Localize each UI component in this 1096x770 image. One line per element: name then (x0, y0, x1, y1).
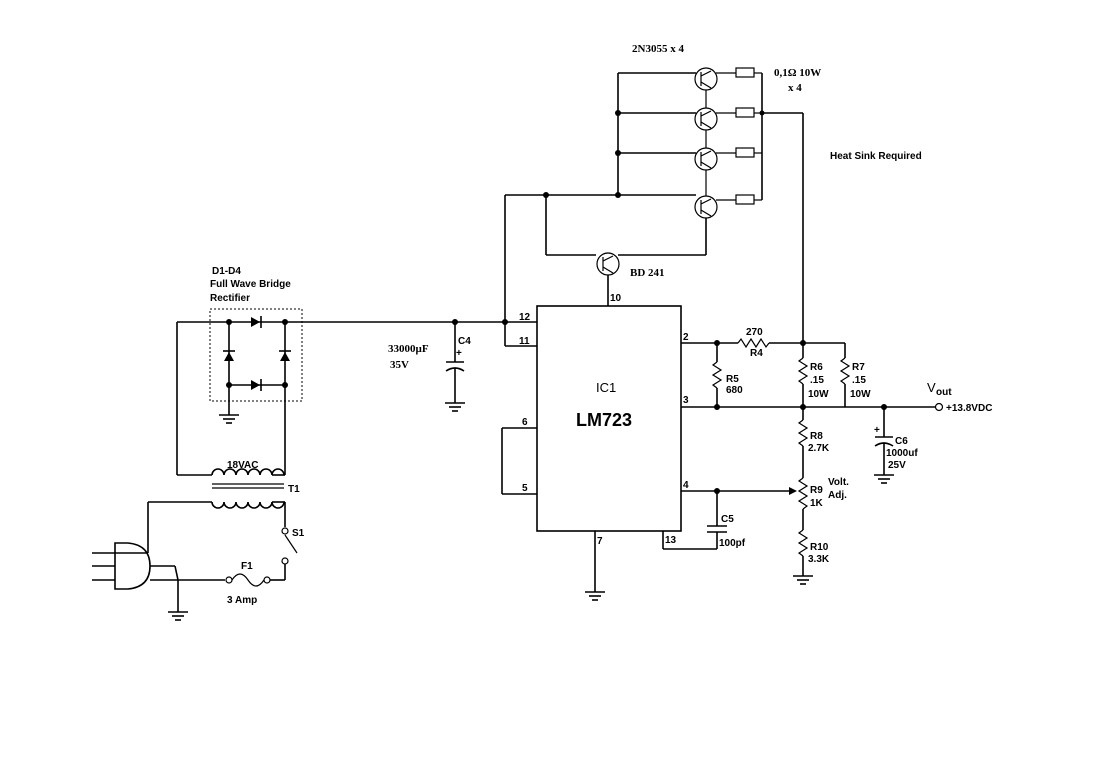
emitter-resistor-label: 0,1Ω 10W (774, 67, 821, 79)
r9-function-1: Volt. (828, 477, 849, 488)
pin-3: 3 (683, 395, 689, 406)
vout-sub: out (936, 387, 952, 398)
r7-value: .15 (852, 375, 866, 386)
bridge-name-2: Rectifier (210, 293, 250, 304)
transistor-q1 (694, 67, 718, 91)
r6-power: 10W (808, 389, 829, 400)
svg-text:+: + (874, 425, 880, 436)
bridge-rectifier: D1-D4 Full Wave Bridge Rectifier (209, 266, 303, 424)
r10-value: 3.3K (808, 554, 830, 565)
capacitor-c4: + C4 33000µF 35V (388, 322, 471, 412)
pin-12: 12 (519, 312, 531, 323)
c5-ref: C5 (721, 514, 734, 525)
transformer: 18VAC T1 (211, 460, 300, 509)
ground-ic (585, 591, 605, 601)
fuse-f1: F1 3 Amp (178, 561, 285, 606)
vout-value: +13.8VDC (946, 403, 992, 414)
capacitor-c6: + C6 1000uf 25V (874, 407, 918, 484)
r7-ref: R7 (852, 362, 865, 373)
c6-ref: C6 (895, 436, 908, 447)
emitter-resistors (716, 67, 804, 343)
r7-power: 10W (850, 389, 871, 400)
ac-plug (92, 542, 188, 621)
heat-sink-label: Heat Sink Required (830, 151, 922, 162)
driver-label: BD 241 (630, 267, 665, 279)
pin-7: 7 (597, 536, 603, 547)
bridge-ref: D1-D4 (212, 266, 241, 277)
r5-value: 680 (726, 385, 743, 396)
c4-ref: C4 (458, 336, 471, 347)
capacitor-c5: C5 100pf (707, 491, 746, 549)
pin-13: 13 (665, 535, 677, 546)
r9-function-2: Adj. (828, 490, 847, 501)
r8-value: 2.7K (808, 443, 830, 454)
r5-ref: R5 (726, 374, 739, 385)
transistor-q4 (694, 195, 718, 219)
emitter-resistor-qty-label: x 4 (788, 82, 802, 94)
c4-value: 33000µF (388, 343, 429, 355)
pin-4: 4 (683, 480, 689, 491)
transformer-ref: T1 (288, 484, 300, 495)
switch-s1: S1 (281, 527, 305, 580)
transistor-array-label: 2N3055 x 4 (632, 43, 684, 55)
transistor-q3 (694, 147, 718, 171)
ic-ref: IC1 (596, 380, 616, 395)
bridge-name-1: Full Wave Bridge (210, 279, 291, 290)
pin-11: 11 (519, 336, 530, 347)
regulator-ic: IC1 LM723 12 11 10 6 5 2 3 4 7 13 (519, 293, 689, 547)
r6-ref: R6 (810, 362, 823, 373)
pass-transistor-bank: 2N3055 x 4 0,1Ω 10W x 4 Heat Sink Requir… (615, 43, 922, 343)
transformer-voltage: 18VAC (227, 460, 259, 471)
c5-value: 100pf (719, 538, 746, 549)
c6-value: 1000uf (886, 448, 918, 459)
r10-ref: R10 (810, 542, 829, 553)
pin-2: 2 (683, 332, 689, 343)
r4-value: 270 (746, 327, 763, 338)
pin-10: 10 (610, 293, 622, 304)
pin-5: 5 (522, 483, 528, 494)
svg-text:+: + (456, 348, 462, 359)
c6-voltage: 25V (888, 460, 906, 471)
transistor-q2 (694, 107, 718, 131)
r9-value: 1K (810, 498, 824, 509)
r4-ref: R4 (750, 348, 763, 359)
vout-label: V (927, 380, 936, 395)
fuse-value: 3 Amp (227, 595, 257, 606)
output-terminal (934, 402, 944, 412)
r6-value: .15 (810, 375, 824, 386)
driver-transistor: BD 241 (596, 252, 706, 306)
r8-ref: R8 (810, 431, 823, 442)
r9-ref: R9 (810, 485, 823, 496)
c4-voltage: 35V (390, 359, 409, 371)
fuse-ref: F1 (241, 561, 253, 572)
ic-part: LM723 (576, 410, 632, 430)
switch-ref: S1 (292, 528, 305, 539)
pin-6: 6 (522, 417, 528, 428)
